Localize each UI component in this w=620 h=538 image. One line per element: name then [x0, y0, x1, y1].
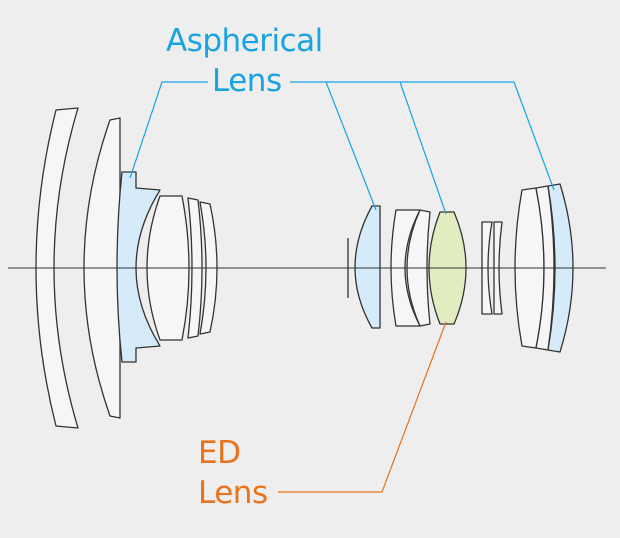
ed-label-line1: ED [198, 435, 241, 471]
lens-element-1 [35, 107, 79, 429]
aspherical-leader-front [129, 81, 208, 179]
aspherical-leader-element-15 [513, 81, 555, 191]
aspherical-label-line1: Aspherical [166, 23, 323, 59]
aspherical-leader-element-7 [325, 81, 377, 211]
aspherical-leaders [129, 81, 555, 215]
ed-leader [278, 321, 447, 493]
aspherical-leader-element-10 [399, 81, 447, 215]
ed-label-line2: Lens [198, 475, 268, 511]
lens-element-7-aspherical [354, 205, 381, 329]
lens-element-3-aspherical [116, 171, 161, 363]
aspherical-label-line2: Lens [212, 63, 282, 99]
